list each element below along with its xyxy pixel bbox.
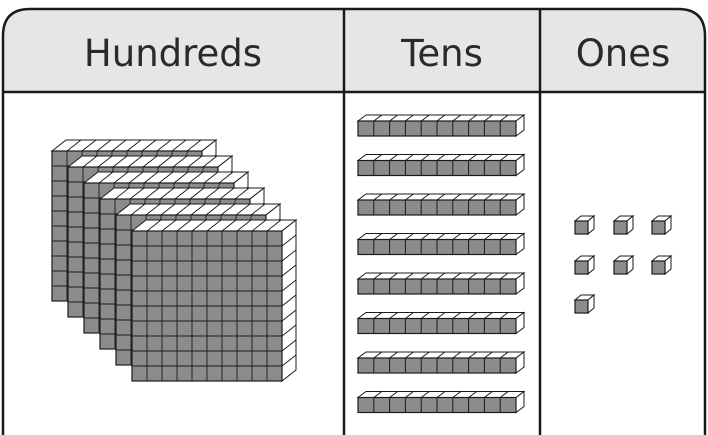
chart-frame [1, 7, 707, 435]
unit-cube [612, 214, 635, 236]
ten-rod [356, 272, 526, 295]
ten-rod [356, 311, 526, 335]
header-ones: Ones [576, 32, 671, 75]
unit-cube [650, 254, 673, 276]
unit-cube [612, 254, 635, 276]
unit-cube [650, 214, 673, 236]
hundred-flat [130, 218, 298, 383]
tens-blocks [356, 114, 526, 414]
header-band [3, 9, 705, 92]
ten-rod [356, 114, 526, 137]
unit-cube [573, 293, 596, 315]
header-hundreds: Hundreds [84, 32, 262, 75]
unit-cube [573, 214, 596, 236]
hundreds-blocks [50, 138, 298, 383]
ten-rod [356, 390, 526, 414]
ten-rod [356, 193, 526, 216]
ones-blocks [573, 214, 673, 315]
ten-rod [356, 232, 526, 256]
ten-rod [356, 351, 526, 374]
unit-cube [573, 254, 596, 276]
header-tens: Tens [400, 32, 483, 75]
ten-rod [356, 153, 526, 177]
